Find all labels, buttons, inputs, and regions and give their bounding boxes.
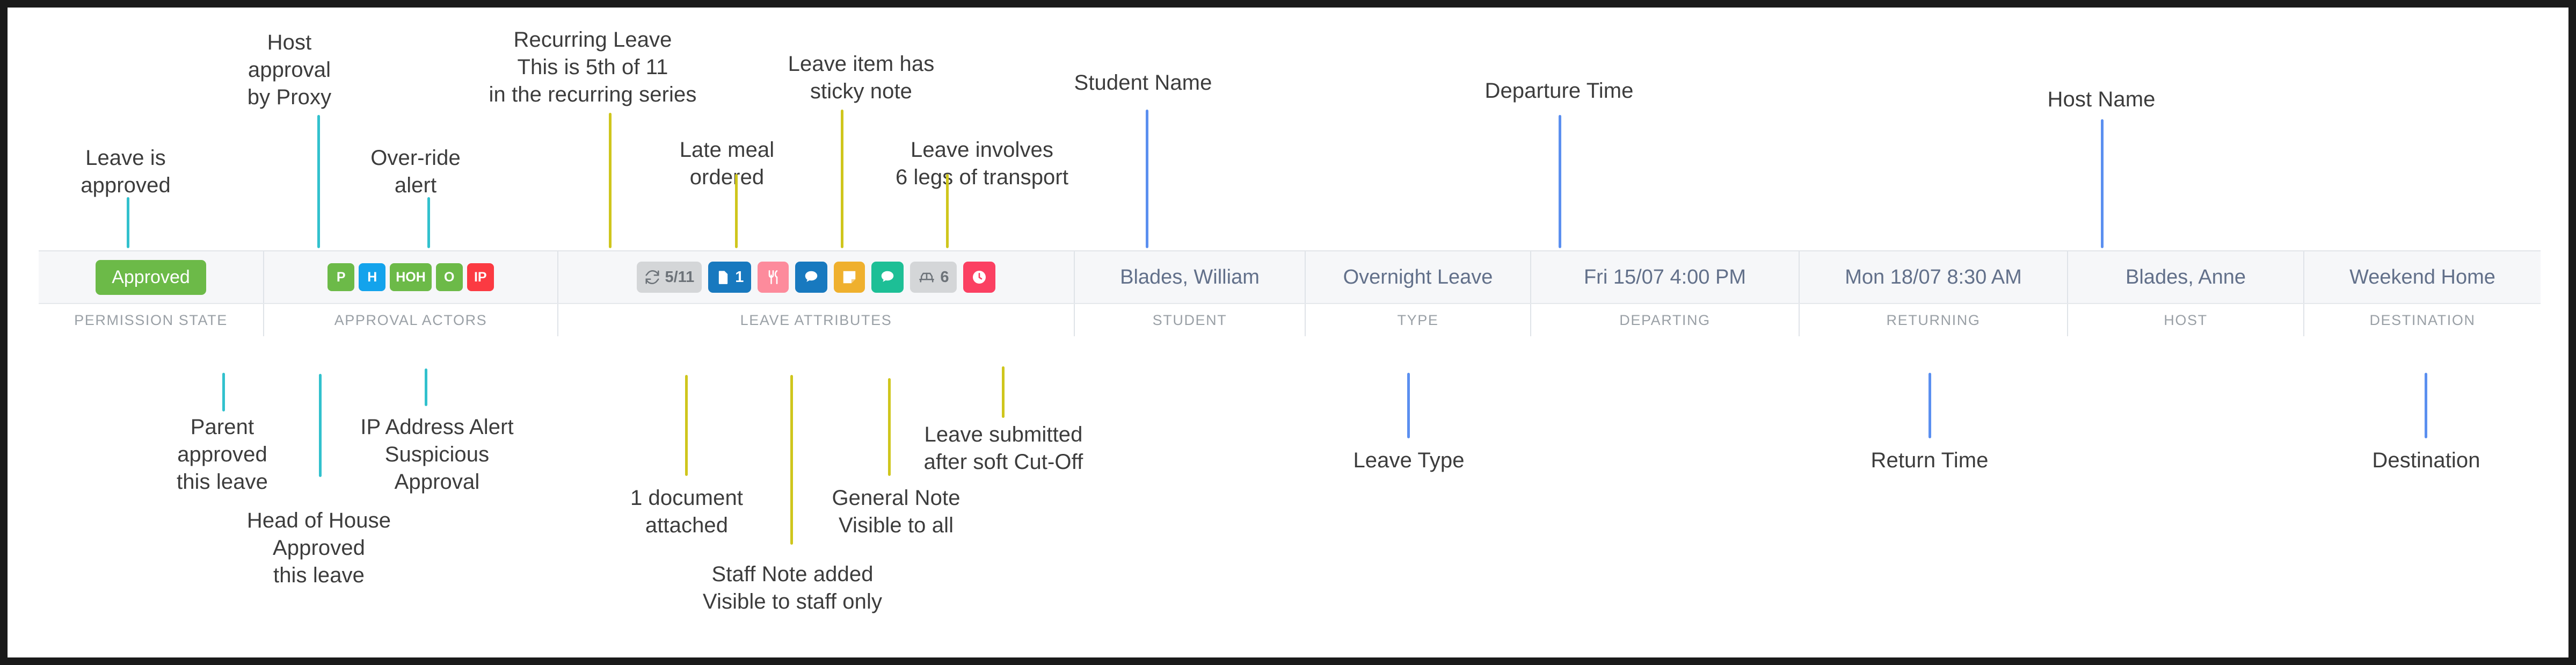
column-header-departing[interactable]: DEPARTING <box>1531 304 1800 336</box>
anno-return-time: Return Time <box>1871 449 1989 472</box>
table-header-row: PERMISSION STATE APPROVAL ACTORS LEAVE A… <box>39 303 2541 336</box>
destination-value: Weekend Home <box>2349 265 2495 288</box>
table-row[interactable]: Approved P H HOH O IP <box>39 251 2541 303</box>
cell-departing[interactable]: Fri 15/07 4:00 PM <box>1531 251 1800 303</box>
cell-approval-actors[interactable]: P H HOH O IP <box>264 251 558 303</box>
annotated-leave-row-diagram: Leave is approved Host approval by Proxy… <box>8 8 2568 657</box>
anno-parent-approved: Parent approved this leave <box>177 415 268 494</box>
anno-override-alert: Over-ride alert <box>370 146 461 198</box>
column-header-leave-attributes[interactable]: LEAVE ATTRIBUTES <box>558 304 1075 336</box>
anno-soft-cutoff: Leave submitted after soft Cut-Off <box>923 423 1083 474</box>
column-header-approval-actors[interactable]: APPROVAL ACTORS <box>264 304 558 336</box>
leader-return-time <box>1929 373 1931 438</box>
general-note-badge[interactable] <box>871 262 904 293</box>
status-badge-approved[interactable]: Approved <box>96 259 206 295</box>
leader-transport-legs <box>946 174 949 248</box>
leader-leave-is-approved <box>127 197 129 248</box>
leave-table: Approved P H HOH O IP <box>39 250 2541 336</box>
column-header-returning[interactable]: RETURNING <box>1800 304 2068 336</box>
cell-permission-state[interactable]: Approved <box>39 251 264 303</box>
anno-destination: Destination <box>2372 449 2480 472</box>
returning-value: Mon 18/07 8:30 AM <box>1845 265 2022 288</box>
leader-override-alert <box>427 197 430 248</box>
anno-document-attached: 1 document attached <box>630 486 744 538</box>
host-name-value: Blades, Anne <box>2126 265 2246 288</box>
actor-badge-override[interactable]: O <box>435 263 463 291</box>
transport-icon <box>919 272 935 283</box>
cell-host[interactable]: Blades, Anne <box>2068 251 2304 303</box>
document-count: 1 <box>735 268 744 286</box>
leader-parent-approved <box>222 373 225 411</box>
anno-leave-type: Leave Type <box>1353 449 1465 472</box>
leader-leave-type <box>1407 373 1410 438</box>
student-name-value: Blades, William <box>1120 265 1260 288</box>
soft-cutoff-badge[interactable] <box>963 262 995 293</box>
anno-ip-address-alert: IP Address Alert Suspicious Approval <box>360 415 514 494</box>
anno-sticky-note: Leave item has sticky note <box>788 52 935 104</box>
speech-bubble-icon <box>882 271 894 282</box>
leader-soft-cutoff <box>1002 366 1005 418</box>
transport-legs-badge[interactable]: 6 <box>910 262 957 293</box>
actor-badge-parent[interactable]: P <box>328 263 355 291</box>
leader-general-note <box>888 378 891 476</box>
leader-document-attached <box>685 375 688 476</box>
actor-badge-host[interactable]: H <box>359 263 386 291</box>
leader-host-name <box>2101 119 2104 248</box>
leader-staff-note <box>790 375 793 545</box>
anno-host-name: Host Name <box>2047 88 2156 111</box>
anno-late-meal: Late meal ordered <box>679 138 775 190</box>
leader-departure-time <box>1559 115 1561 248</box>
cell-returning[interactable]: Mon 18/07 8:30 AM <box>1800 251 2068 303</box>
actor-badge-head-of-house[interactable]: HOH <box>390 263 432 291</box>
late-meal-badge[interactable] <box>758 262 789 293</box>
anno-host-approval-proxy: Host approval by Proxy <box>247 31 332 110</box>
staff-note-badge[interactable] <box>795 262 828 293</box>
column-header-type[interactable]: TYPE <box>1306 304 1531 336</box>
anno-general-note: General Note Visible to all <box>832 486 960 538</box>
cell-destination[interactable]: Weekend Home <box>2304 251 2541 303</box>
column-header-student[interactable]: STUDENT <box>1075 304 1306 336</box>
anno-departure-time: Departure Time <box>1485 79 1634 103</box>
column-header-permission-state[interactable]: PERMISSION STATE <box>39 304 264 336</box>
sticky-note-badge[interactable] <box>834 262 865 293</box>
leader-recurring-leave <box>609 113 612 248</box>
leader-sticky-note <box>841 110 843 248</box>
sticky-note-icon <box>843 271 856 284</box>
leader-host-approval-proxy <box>317 115 320 248</box>
leader-ip-address-alert <box>425 368 427 406</box>
recurring-icon <box>645 270 659 284</box>
leader-hoh-approved <box>319 374 322 477</box>
anno-hoh-approved: Head of House Approved this leave <box>246 509 391 588</box>
document-attached-badge[interactable]: 1 <box>708 262 752 293</box>
anno-recurring-leave: Recurring Leave This is 5th of 11 in the… <box>489 28 697 107</box>
anno-student-name: Student Name <box>1074 71 1212 95</box>
leader-destination <box>2425 373 2427 438</box>
cell-student[interactable]: Blades, William <box>1075 251 1306 303</box>
leave-attribute-group: 5/11 1 <box>637 262 995 293</box>
actor-badge-ip-address-alert[interactable]: IP <box>467 263 494 291</box>
recurring-count: 5/11 <box>665 268 695 286</box>
leader-late-meal <box>735 174 738 248</box>
transport-count: 6 <box>940 268 949 286</box>
approval-actor-group: P H HOH O IP <box>328 263 494 291</box>
anno-staff-note: Staff Note added Visible to staff only <box>702 562 883 614</box>
leader-student-name <box>1146 110 1148 248</box>
clock-icon <box>972 271 986 284</box>
speech-bubble-icon <box>805 271 818 282</box>
anno-leave-is-approved: Leave is approved <box>81 146 171 198</box>
cell-leave-attributes[interactable]: 5/11 1 <box>558 251 1075 303</box>
leave-type-value: Overnight Leave <box>1343 265 1493 288</box>
document-icon <box>719 271 728 284</box>
cutlery-icon <box>769 270 778 284</box>
column-header-destination[interactable]: DESTINATION <box>2369 312 2476 328</box>
recurring-leave-badge[interactable]: 5/11 <box>637 262 702 293</box>
cell-type[interactable]: Overnight Leave <box>1306 251 1531 303</box>
anno-transport-legs: Leave involves 6 legs of transport <box>895 138 1069 190</box>
departing-value: Fri 15/07 4:00 PM <box>1583 265 1747 288</box>
column-header-host[interactable]: HOST <box>2068 304 2304 336</box>
